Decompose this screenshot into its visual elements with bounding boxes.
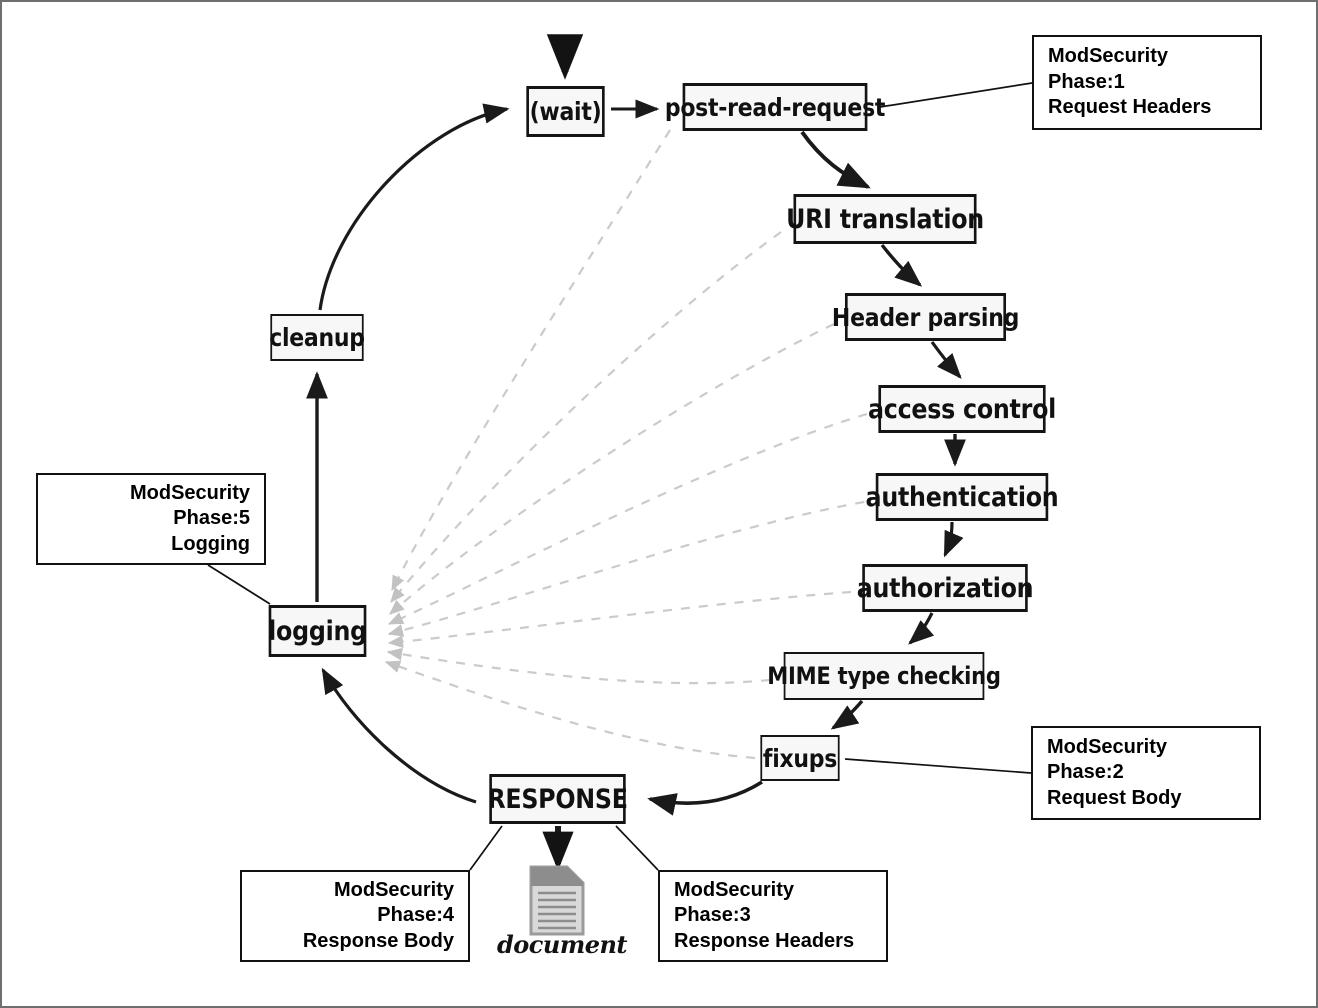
node-mime-type-checking[interactable]: MIME type checking	[767, 652, 1001, 700]
leader-phase3	[615, 825, 659, 871]
node-authentication[interactable]: authentication	[866, 473, 1059, 521]
leader-phase2	[844, 758, 1032, 774]
callout-phase-2-line-1: ModSecurity Phase:2	[1047, 735, 1168, 784]
solid-flow-edges	[306, 34, 966, 871]
node-mime-type-checking-label: MIME type checking	[767, 662, 1001, 690]
callout-phase-3-line-1: ModSecurity Phase:3	[674, 878, 795, 927]
dashed-edge-header-to-logging	[389, 323, 835, 615]
callout-phase-3-line-2: Response Headers	[674, 929, 855, 952]
node-authorization-label: authorization	[856, 572, 1034, 604]
edge-mime-to-fixups	[830, 699, 864, 730]
dashed-edge-access-to-logging	[387, 412, 868, 625]
node-access-control[interactable]: access control	[868, 385, 1056, 433]
node-post-read-request[interactable]: post-read-request	[665, 83, 885, 131]
dashed-edge-authz-to-logging	[387, 590, 852, 648]
callout-phase-2-line-2: Request Body	[1047, 786, 1182, 809]
edge-auth-to-authz	[943, 521, 964, 558]
node-authentication-label: authentication	[865, 481, 1059, 513]
node-response[interactable]: RESPONSE	[487, 774, 628, 824]
leader-phase4	[469, 825, 503, 871]
edge-cleanup-to-wait	[318, 103, 510, 311]
dashed-edge-fixups-to-logging	[384, 660, 756, 760]
callout-phase-5-line-2: Logging	[171, 532, 250, 555]
edge-response-to-logging	[321, 667, 477, 804]
callout-modsecurity-phase-4: ModSecurity Phase:4 Response Body	[240, 870, 470, 962]
node-fixups[interactable]: fixups	[760, 735, 840, 781]
dashed-edge-auth-to-logging	[387, 500, 865, 637]
callout-modsecurity-phase-1: ModSecurity Phase:1 Request Headers	[1032, 35, 1262, 130]
edge-header-to-access	[930, 341, 962, 379]
leader-phase5	[207, 564, 271, 605]
callout-modsecurity-phase-3: ModSecurity Phase:3 Response Headers	[658, 870, 888, 962]
node-post-read-request-label: post-read-request	[664, 92, 886, 122]
callout-phase-5-line-1: ModSecurity Phase:5	[129, 481, 250, 530]
dashed-edge-uri-to-logging	[390, 231, 782, 604]
node-cleanup-label: cleanup	[269, 323, 365, 352]
callout-phase-1-line-2: Request Headers	[1048, 96, 1212, 119]
node-fixups-label: fixups	[762, 743, 838, 773]
edge-fixups-to-response	[647, 780, 763, 816]
node-wait-label: (wait)	[529, 97, 602, 126]
node-uri-translation-label: URI translation	[786, 203, 984, 235]
document-icon-label: document	[496, 930, 628, 959]
callout-phase-1-line-1: ModSecurity Phase:1	[1048, 45, 1169, 93]
leader-phase1	[879, 82, 1033, 108]
edge-uri-to-header	[880, 243, 923, 287]
node-logging-label: logging	[268, 615, 367, 647]
node-logging[interactable]: logging	[268, 605, 367, 657]
node-response-label: RESPONSE	[487, 783, 628, 815]
callout-modsecurity-phase-5: ModSecurity Phase:5 Logging	[36, 473, 266, 565]
node-wait[interactable]: (wait)	[526, 86, 605, 137]
dashed-edge-post-read-to-logging	[391, 129, 671, 592]
node-header-parsing[interactable]: Header parsing	[832, 293, 1019, 341]
node-header-parsing-label: Header parsing	[831, 302, 1020, 332]
document-page-icon	[529, 865, 585, 936]
node-authorization[interactable]: authorization	[857, 564, 1034, 612]
callout-phase-4-line-2: Response Body	[302, 929, 454, 952]
callout-phase-4-line-1: ModSecurity Phase:4	[333, 878, 454, 927]
node-uri-translation[interactable]: URI translation	[786, 194, 984, 244]
callout-modsecurity-phase-2: ModSecurity Phase:2 Request Body	[1031, 726, 1261, 820]
node-cleanup[interactable]: cleanup	[269, 314, 365, 361]
node-access-control-label: access control	[867, 393, 1057, 425]
dashed-edge-mime-to-logging	[386, 647, 771, 685]
edge-authz-to-mime	[908, 612, 935, 645]
edge-post-read-to-uri	[800, 130, 871, 189]
